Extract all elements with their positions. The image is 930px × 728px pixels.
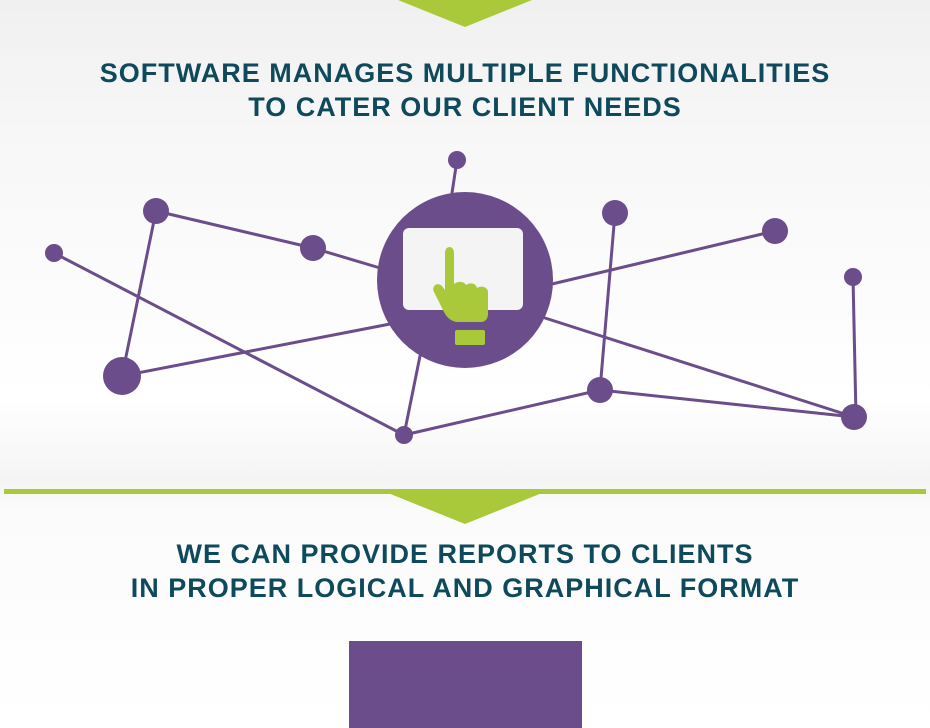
node-edge <box>844 268 862 286</box>
top-notch-shape <box>398 0 532 27</box>
node-large <box>103 357 141 395</box>
network-diagram <box>45 151 867 444</box>
hand-cuff <box>455 330 485 345</box>
network-links <box>52 158 858 437</box>
link-lower-right-node-bottom-right-node <box>598 388 856 419</box>
link-left-node-bottom-node <box>52 251 406 437</box>
link-hub-bottom-node <box>402 354 422 437</box>
node-upper-left <box>143 198 169 224</box>
node-top <box>448 151 466 169</box>
link-upper-right-node-lower-right-node <box>598 211 617 392</box>
node-bottom-right <box>841 404 867 430</box>
heading-reports: WE CAN PROVIDE REPORTS TO CLIENTS IN PRO… <box>0 537 930 605</box>
section-divider <box>4 489 926 494</box>
heading-reports-line1: WE CAN PROVIDE REPORTS TO CLIENTS <box>176 539 754 569</box>
heading-functionalities-line2: TO CATER OUR CLIENT NEEDS <box>248 92 682 122</box>
link-bottom-node-lower-right-node <box>402 388 602 437</box>
pointing-hand-shape <box>433 247 488 322</box>
link-upper-left-node-large-node <box>120 209 158 378</box>
bottom-purple-block <box>349 641 582 728</box>
divider-notch-arrow <box>388 493 542 524</box>
heading-functionalities-line1: SOFTWARE MANAGES MULTIPLE FUNCTIONALITIE… <box>99 58 831 88</box>
node-left <box>45 244 63 262</box>
screen-rect <box>403 228 523 310</box>
top-notch-arrow <box>398 0 532 27</box>
link-large-node-hub <box>120 322 392 378</box>
link-hub-bottom-right-node <box>543 316 856 419</box>
node-mid <box>300 235 326 261</box>
network-nodes <box>45 151 867 444</box>
touch-screen-hand-icon <box>377 192 553 368</box>
heading-functionalities: SOFTWARE MANAGES MULTIPLE FUNCTIONALITIE… <box>0 56 930 124</box>
node-bottom <box>395 426 413 444</box>
divider-notch-shape <box>388 493 542 524</box>
node-lower-right <box>587 377 613 403</box>
link-edge-node-bottom-right-node <box>851 275 858 419</box>
link-upper-left-node-mid-node <box>154 209 315 250</box>
link-hub-far-right-node <box>550 229 777 286</box>
node-far-right <box>762 218 788 244</box>
heading-reports-line2: IN PROPER LOGICAL AND GRAPHICAL FORMAT <box>130 573 800 603</box>
node-upper-right <box>602 200 628 226</box>
